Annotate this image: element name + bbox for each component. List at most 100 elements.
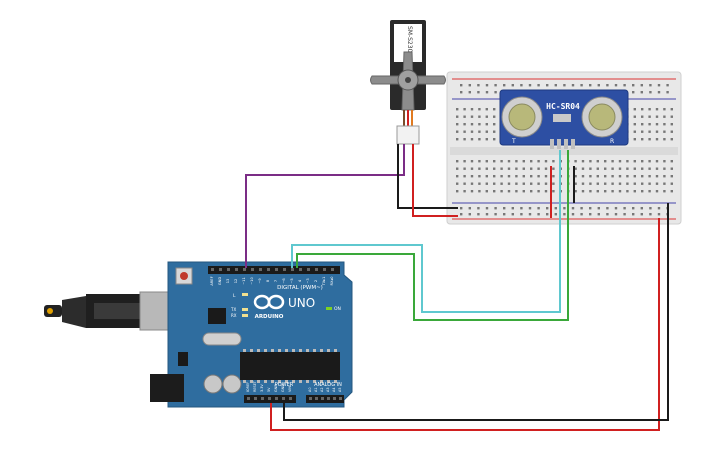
breadboard-hole[interactable]	[641, 160, 644, 163]
breadboard-hole[interactable]	[641, 130, 644, 133]
rail-hole[interactable]	[468, 91, 471, 94]
breadboard-hole[interactable]	[589, 167, 592, 170]
rail-hole[interactable]	[580, 207, 583, 210]
breadboard-hole[interactable]	[648, 123, 651, 126]
breadboard-hole[interactable]	[493, 190, 496, 193]
digital-pin[interactable]	[211, 268, 214, 271]
breadboard-hole[interactable]	[530, 167, 533, 170]
digital-pin[interactable]	[259, 268, 262, 271]
breadboard-hole[interactable]	[493, 130, 496, 133]
breadboard-hole[interactable]	[626, 167, 629, 170]
breadboard-hole[interactable]	[574, 160, 577, 163]
breadboard-hole[interactable]	[552, 160, 555, 163]
breadboard-hole[interactable]	[604, 167, 607, 170]
breadboard-hole[interactable]	[663, 130, 666, 133]
rail-hole[interactable]	[657, 91, 661, 94]
power-pin[interactable]	[247, 397, 250, 400]
breadboard-hole[interactable]	[655, 160, 659, 163]
breadboard-hole[interactable]	[626, 175, 629, 178]
wire-trig[interactable]	[291, 150, 561, 313]
breadboard-hole[interactable]	[478, 138, 481, 141]
breadboard-hole[interactable]	[618, 175, 622, 178]
rail-hole[interactable]	[606, 84, 609, 87]
breadboard-hole[interactable]	[470, 167, 474, 170]
breadboard-hole[interactable]	[522, 167, 525, 170]
rail-hole[interactable]	[623, 84, 626, 87]
breadboard-hole[interactable]	[470, 123, 474, 126]
breadboard-hole[interactable]	[515, 190, 518, 193]
breadboard-hole[interactable]	[641, 138, 644, 141]
breadboard-hole[interactable]	[544, 190, 548, 193]
digital-pin[interactable]	[291, 268, 294, 271]
breadboard-hole[interactable]	[648, 167, 651, 170]
breadboard-hole[interactable]	[493, 138, 496, 141]
breadboard-hole[interactable]	[537, 182, 540, 185]
rail-hole[interactable]	[485, 91, 489, 94]
breadboard-hole[interactable]	[641, 190, 644, 193]
breadboard-hole[interactable]	[633, 138, 636, 141]
rail-hole[interactable]	[606, 213, 609, 216]
breadboard-hole[interactable]	[478, 115, 481, 118]
breadboard-hole[interactable]	[456, 175, 459, 178]
rail-hole[interactable]	[640, 91, 643, 94]
breadboard-hole[interactable]	[500, 160, 503, 163]
breadboard-hole[interactable]	[648, 160, 651, 163]
breadboard-hole[interactable]	[655, 130, 659, 133]
breadboard-hole[interactable]	[478, 182, 481, 185]
wire-gnd[interactable]	[283, 203, 669, 421]
breadboard-hole[interactable]	[537, 175, 540, 178]
breadboard-hole[interactable]	[537, 167, 540, 170]
sensor-pin-vcc[interactable]	[550, 139, 554, 149]
reset-button-icon[interactable]	[180, 272, 188, 280]
sensor-pin-gnd[interactable]	[571, 139, 575, 149]
breadboard-hole[interactable]	[478, 130, 481, 133]
breadboard-hole[interactable]	[589, 182, 592, 185]
breadboard-hole[interactable]	[507, 190, 511, 193]
rail-hole[interactable]	[666, 84, 669, 87]
rail-hole[interactable]	[571, 207, 575, 210]
breadboard-hole[interactable]	[648, 138, 651, 141]
breadboard-hole[interactable]	[604, 160, 607, 163]
breadboard-hole[interactable]	[485, 108, 488, 111]
breadboard-hole[interactable]	[493, 108, 496, 111]
breadboard-hole[interactable]	[500, 167, 503, 170]
breadboard-hole[interactable]	[485, 175, 488, 178]
breadboard-hole[interactable]	[485, 115, 488, 118]
breadboard-hole[interactable]	[470, 108, 474, 111]
rail-hole[interactable]	[537, 213, 540, 216]
breadboard-hole[interactable]	[544, 182, 548, 185]
breadboard-hole[interactable]	[655, 190, 659, 193]
breadboard-hole[interactable]	[493, 167, 496, 170]
rail-hole[interactable]	[520, 213, 523, 216]
breadboard-hole[interactable]	[648, 108, 651, 111]
rail-hole[interactable]	[546, 84, 549, 87]
rail-hole[interactable]	[503, 84, 506, 87]
breadboard-hole[interactable]	[552, 167, 555, 170]
rail-hole[interactable]	[597, 84, 600, 87]
breadboard-hole[interactable]	[604, 182, 607, 185]
rail-hole[interactable]	[580, 213, 583, 216]
breadboard-hole[interactable]	[493, 115, 496, 118]
power-pin[interactable]	[268, 397, 271, 400]
analog-pin[interactable]	[339, 397, 342, 400]
breadboard-hole[interactable]	[463, 190, 466, 193]
rail-hole[interactable]	[563, 207, 566, 210]
rail-hole[interactable]	[520, 207, 523, 210]
breadboard-hole[interactable]	[641, 182, 644, 185]
breadboard-hole[interactable]	[478, 108, 481, 111]
rail-hole[interactable]	[632, 213, 635, 216]
analog-pin[interactable]	[315, 397, 318, 400]
rail-hole[interactable]	[494, 213, 497, 216]
rail-hole[interactable]	[460, 207, 463, 210]
rail-hole[interactable]	[666, 91, 669, 94]
breadboard-hole[interactable]	[648, 182, 651, 185]
rail-hole[interactable]	[460, 84, 463, 87]
rail-hole[interactable]	[477, 91, 480, 94]
breadboard-hole[interactable]	[470, 138, 474, 141]
rail-hole[interactable]	[614, 207, 618, 210]
rail-hole[interactable]	[477, 207, 480, 210]
breadboard-hole[interactable]	[655, 167, 659, 170]
rail-hole[interactable]	[563, 213, 566, 216]
breadboard-hole[interactable]	[633, 160, 636, 163]
rail-hole[interactable]	[468, 213, 471, 216]
